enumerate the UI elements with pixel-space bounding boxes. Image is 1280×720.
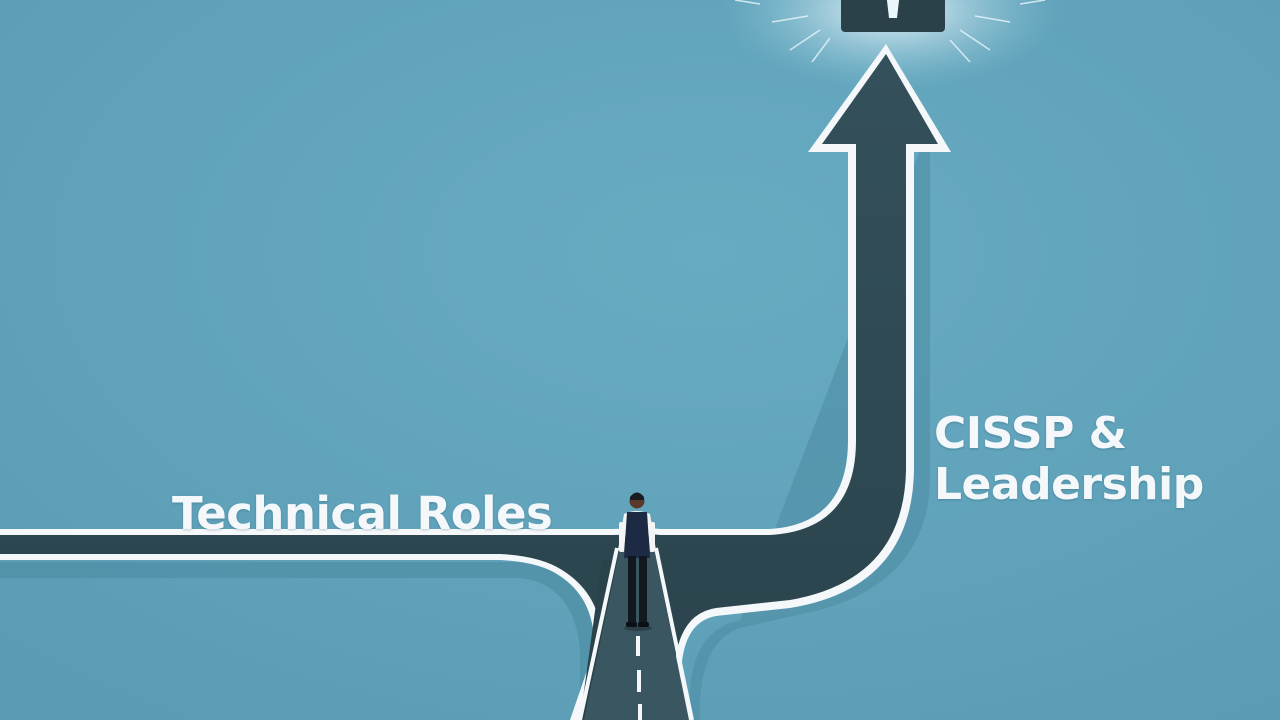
- walkway: [578, 547, 694, 720]
- left-road-shadow: [0, 562, 606, 720]
- center-dashes: [636, 636, 642, 720]
- cissp-label-line2: Leadership: [934, 459, 1204, 510]
- light-rays: [734, 0, 1046, 63]
- cissp-leadership-label: CISSP & Leadership: [934, 408, 1204, 510]
- cissp-label-line1: CISSP &: [934, 408, 1127, 459]
- top-glow: [722, 0, 1062, 90]
- person-figure-icon: [618, 492, 656, 631]
- road-surface: [0, 54, 938, 720]
- technical-roles-label: Technical Roles: [172, 487, 553, 540]
- lock-icon: [841, 0, 945, 32]
